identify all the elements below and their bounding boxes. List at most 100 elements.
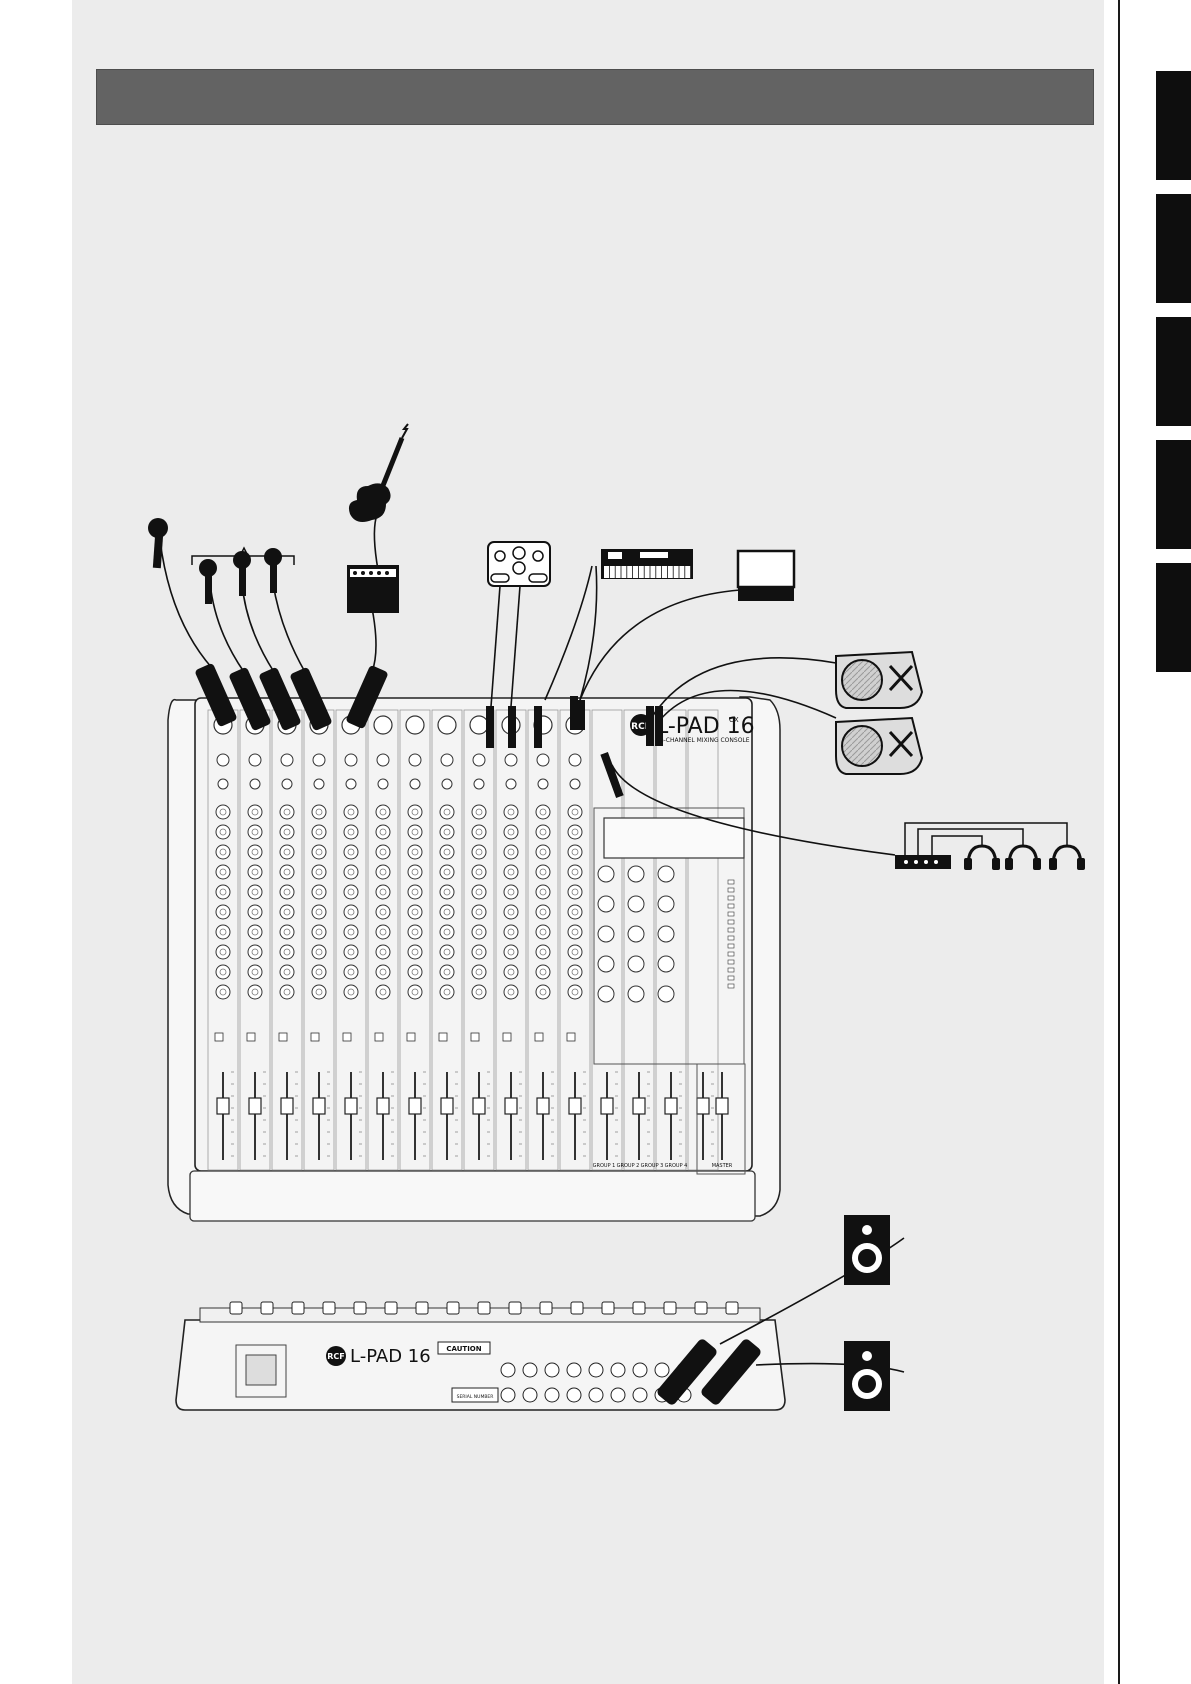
knob: [536, 965, 550, 979]
handheld-microphone-icon-2: [233, 551, 251, 596]
knob: [568, 965, 582, 979]
knob: [248, 865, 262, 879]
level-meter-led: [728, 928, 734, 932]
knob: [408, 805, 422, 819]
knob: [504, 845, 518, 859]
knob: [344, 985, 358, 999]
knob: [280, 945, 294, 959]
line-input-jack: [281, 754, 293, 766]
fader-cap: [345, 1098, 357, 1114]
knob: [216, 905, 230, 919]
knob: [440, 965, 454, 979]
keyboard-key: [685, 566, 690, 578]
insert-jack: [506, 779, 516, 789]
fader-cap: [409, 1098, 421, 1114]
knob: [536, 905, 550, 919]
keyboard-key: [639, 566, 644, 578]
rear-knob: [695, 1302, 707, 1314]
knob: [472, 805, 486, 819]
mixer-rear-model: L-PAD 16: [350, 1346, 431, 1367]
mute-button: [535, 1033, 543, 1041]
insert-jack: [474, 779, 484, 789]
master-knob: [658, 896, 674, 912]
rear-output-jack: [545, 1388, 559, 1402]
knob: [536, 925, 550, 939]
knob: [216, 985, 230, 999]
knob: [248, 985, 262, 999]
knob: [248, 805, 262, 819]
line-input-jack: [505, 754, 517, 766]
insert-jack: [538, 779, 548, 789]
knob: [504, 905, 518, 919]
rear-knob: [478, 1302, 490, 1314]
line-input-jack: [313, 754, 325, 766]
effects-processor-icon: [488, 542, 550, 586]
knob: [344, 845, 358, 859]
knob: [216, 965, 230, 979]
rear-output-jack: [633, 1388, 647, 1402]
knob: [440, 905, 454, 919]
knob: [408, 945, 422, 959]
knob: [536, 865, 550, 879]
xlr-input-jack: [470, 716, 488, 734]
master-knob: [658, 956, 674, 972]
stage-monitor-icon-1: [836, 652, 922, 708]
knob: [440, 865, 454, 879]
knob: [568, 985, 582, 999]
knob: [248, 965, 262, 979]
knob: [440, 825, 454, 839]
knob: [504, 805, 518, 819]
master-knob: [628, 896, 644, 912]
knob: [504, 925, 518, 939]
line-input-jack: [409, 754, 421, 766]
knob: [568, 925, 582, 939]
rear-knob: [292, 1302, 304, 1314]
knob: [376, 905, 390, 919]
level-meter-led: [728, 968, 734, 972]
insert-jack: [282, 779, 292, 789]
rear-output-jack: [545, 1363, 559, 1377]
level-meter-led: [728, 888, 734, 892]
knob: [312, 885, 326, 899]
master-knob: [598, 956, 614, 972]
power-socket-icon: [246, 1355, 276, 1385]
xlr-input-jack: [406, 716, 424, 734]
rear-output-jack: [611, 1388, 625, 1402]
headphones-icon-1: [964, 846, 1000, 870]
knob: [280, 805, 294, 819]
guitar-amplifier-icon: [347, 565, 399, 613]
keyboard-key: [674, 566, 679, 578]
knob: [312, 945, 326, 959]
rear-knob: [664, 1302, 676, 1314]
mixer-rear-caution: CAUTION: [446, 1345, 481, 1353]
knob: [216, 845, 230, 859]
knob: [504, 945, 518, 959]
knob: [568, 945, 582, 959]
knob: [408, 825, 422, 839]
knob: [408, 965, 422, 979]
knob: [280, 845, 294, 859]
knob: [248, 925, 262, 939]
knob: [440, 925, 454, 939]
knob: [280, 825, 294, 839]
knob: [440, 985, 454, 999]
knob: [408, 885, 422, 899]
knob: [216, 805, 230, 819]
rear-output-jack: [501, 1388, 515, 1402]
knob: [280, 885, 294, 899]
group-fader-label-2: GROUP 2: [617, 1163, 640, 1169]
headphones-icon-2: [1005, 846, 1041, 870]
knob: [408, 985, 422, 999]
line-input-jack: [537, 754, 549, 766]
knob: [280, 865, 294, 879]
knob: [440, 885, 454, 899]
knob: [504, 825, 518, 839]
rear-knob: [726, 1302, 738, 1314]
mute-button: [407, 1033, 415, 1041]
mute-button: [279, 1033, 287, 1041]
knob: [344, 805, 358, 819]
keyboard-key: [656, 566, 661, 578]
knob: [472, 845, 486, 859]
keyboard-key: [645, 566, 650, 578]
